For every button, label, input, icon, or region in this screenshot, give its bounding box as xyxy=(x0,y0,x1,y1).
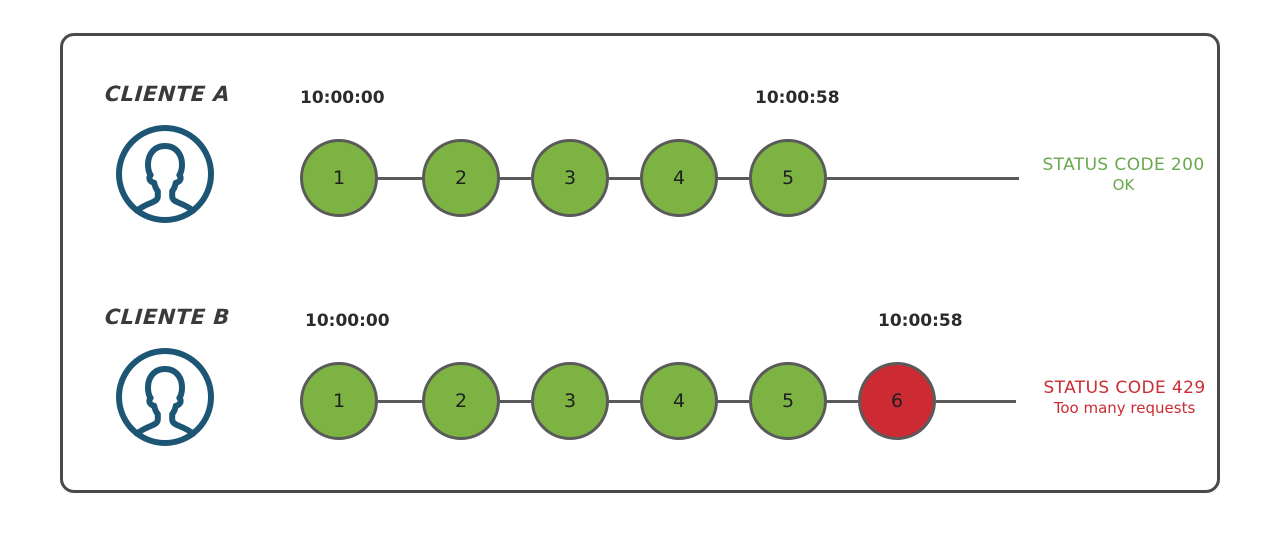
row-b-end-timestamp: 10:00:58 xyxy=(878,311,963,331)
node-number: 5 xyxy=(781,390,795,412)
status-message-text: OK xyxy=(1112,175,1135,194)
request-node[interactable]: 4 xyxy=(640,139,718,217)
node-number: 4 xyxy=(672,390,686,412)
user-avatar-icon xyxy=(113,122,217,226)
connector xyxy=(378,400,422,403)
request-node[interactable]: 4 xyxy=(640,362,718,440)
connector-to-status xyxy=(936,400,1016,403)
request-node[interactable]: 2 xyxy=(422,362,500,440)
row-a-request-chain: 1 2 3 4 5 xyxy=(0,60,1280,280)
user-avatar-icon xyxy=(113,345,217,449)
row-a-end-timestamp: 10:00:58 xyxy=(755,88,840,108)
status-message-text: Too many requests xyxy=(1053,398,1196,417)
connector xyxy=(487,177,531,180)
connector xyxy=(814,400,858,403)
client-row-b: CLIENTE B 10:00:00 10:00:58 1 2 xyxy=(0,283,1280,503)
row-b-request-chain: 1 2 3 4 5 6 xyxy=(0,283,1280,503)
connector xyxy=(487,400,531,403)
row-a-status-annotation: STATUS CODE 200 OK xyxy=(1026,155,1221,194)
row-a-start-timestamp: 10:00:00 xyxy=(300,88,385,108)
node-number: 3 xyxy=(563,390,577,412)
request-node[interactable]: 2 xyxy=(422,139,500,217)
row-b-start-timestamp: 10:00:00 xyxy=(305,311,390,331)
request-node[interactable]: 3 xyxy=(531,362,609,440)
request-node-rejected[interactable]: 6 xyxy=(858,362,936,440)
node-number: 3 xyxy=(563,167,577,189)
diagram-frame xyxy=(60,33,1220,493)
request-node[interactable]: 5 xyxy=(749,139,827,217)
request-node[interactable]: 5 xyxy=(749,362,827,440)
row-b-status-annotation: STATUS CODE 429 Too many requests xyxy=(1022,378,1227,417)
request-node[interactable]: 3 xyxy=(531,139,609,217)
connector xyxy=(705,400,749,403)
node-number: 1 xyxy=(332,167,346,189)
connector xyxy=(378,177,422,180)
node-number: 2 xyxy=(454,390,468,412)
status-code-text: STATUS CODE 200 xyxy=(1042,155,1205,175)
connector xyxy=(705,177,749,180)
client-row-a: CLIENTE A 10:00:00 10:00:58 1 2 3 xyxy=(0,60,1280,280)
node-number: 5 xyxy=(781,167,795,189)
node-number: 2 xyxy=(454,167,468,189)
node-number: 1 xyxy=(332,390,346,412)
node-number: 4 xyxy=(672,167,686,189)
request-node[interactable]: 1 xyxy=(300,362,378,440)
connector xyxy=(596,400,640,403)
status-code-text: STATUS CODE 429 xyxy=(1043,378,1206,398)
connector xyxy=(596,177,640,180)
connector-to-status xyxy=(814,177,1019,180)
request-node[interactable]: 1 xyxy=(300,139,378,217)
node-number: 6 xyxy=(890,390,904,412)
